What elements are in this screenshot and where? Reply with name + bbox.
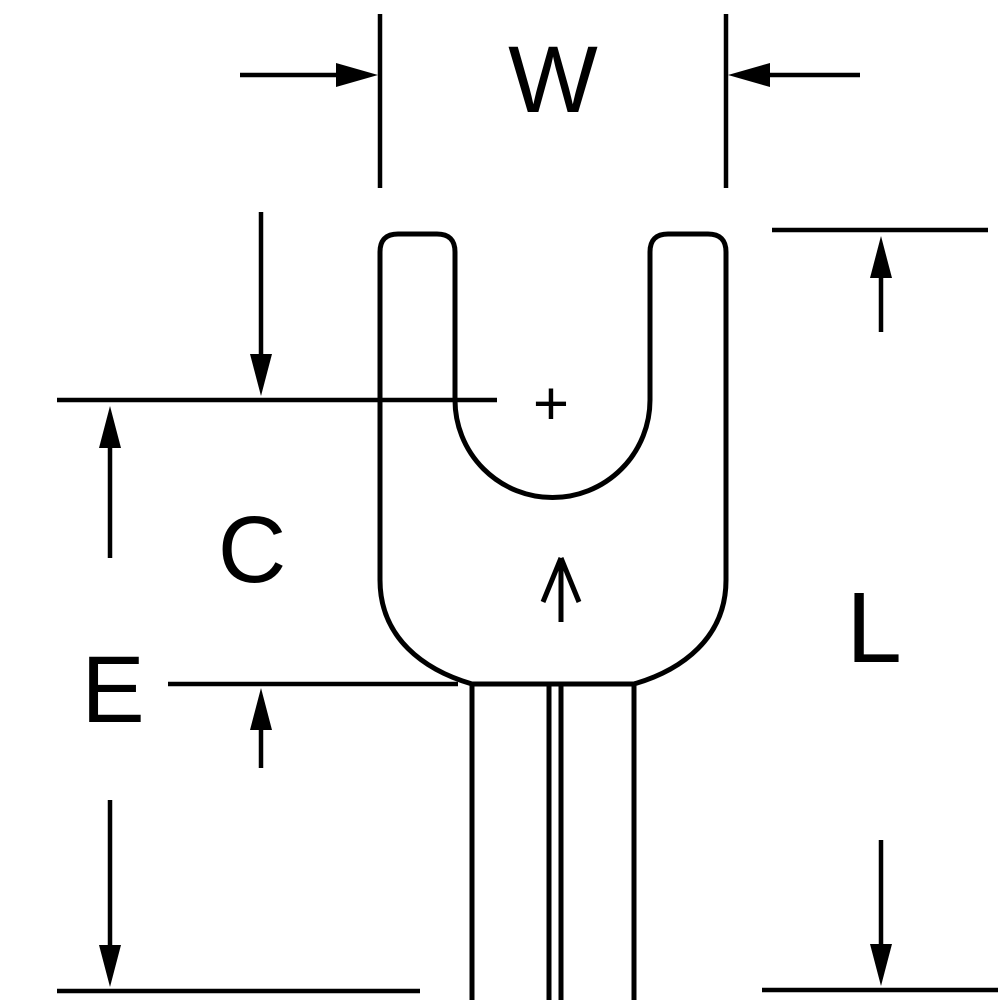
e-label: E [81,637,144,743]
l-arrowhead-down [870,944,892,986]
terminal-body-outline [377,231,729,1000]
e-arrowhead-down [99,945,121,987]
dimension-e: E [57,406,420,994]
c-arrowhead-down [250,354,272,396]
w-label: W [508,27,598,133]
e-arrowhead-up [99,406,121,448]
insertion-direction-arrow-icon [540,557,582,622]
dimension-l: L [762,227,998,993]
w-arrowhead-left [336,63,378,87]
c-label: C [218,497,287,603]
l-arrowhead-up [870,236,892,278]
w-arrowhead-right [728,63,770,87]
c-arrowhead-up [250,688,272,730]
dimension-w: W [240,14,860,188]
slot-center-mark: + [533,370,569,439]
terminal-outline [377,231,729,1000]
dimension-c: C [57,212,497,768]
l-label: L [846,572,902,684]
